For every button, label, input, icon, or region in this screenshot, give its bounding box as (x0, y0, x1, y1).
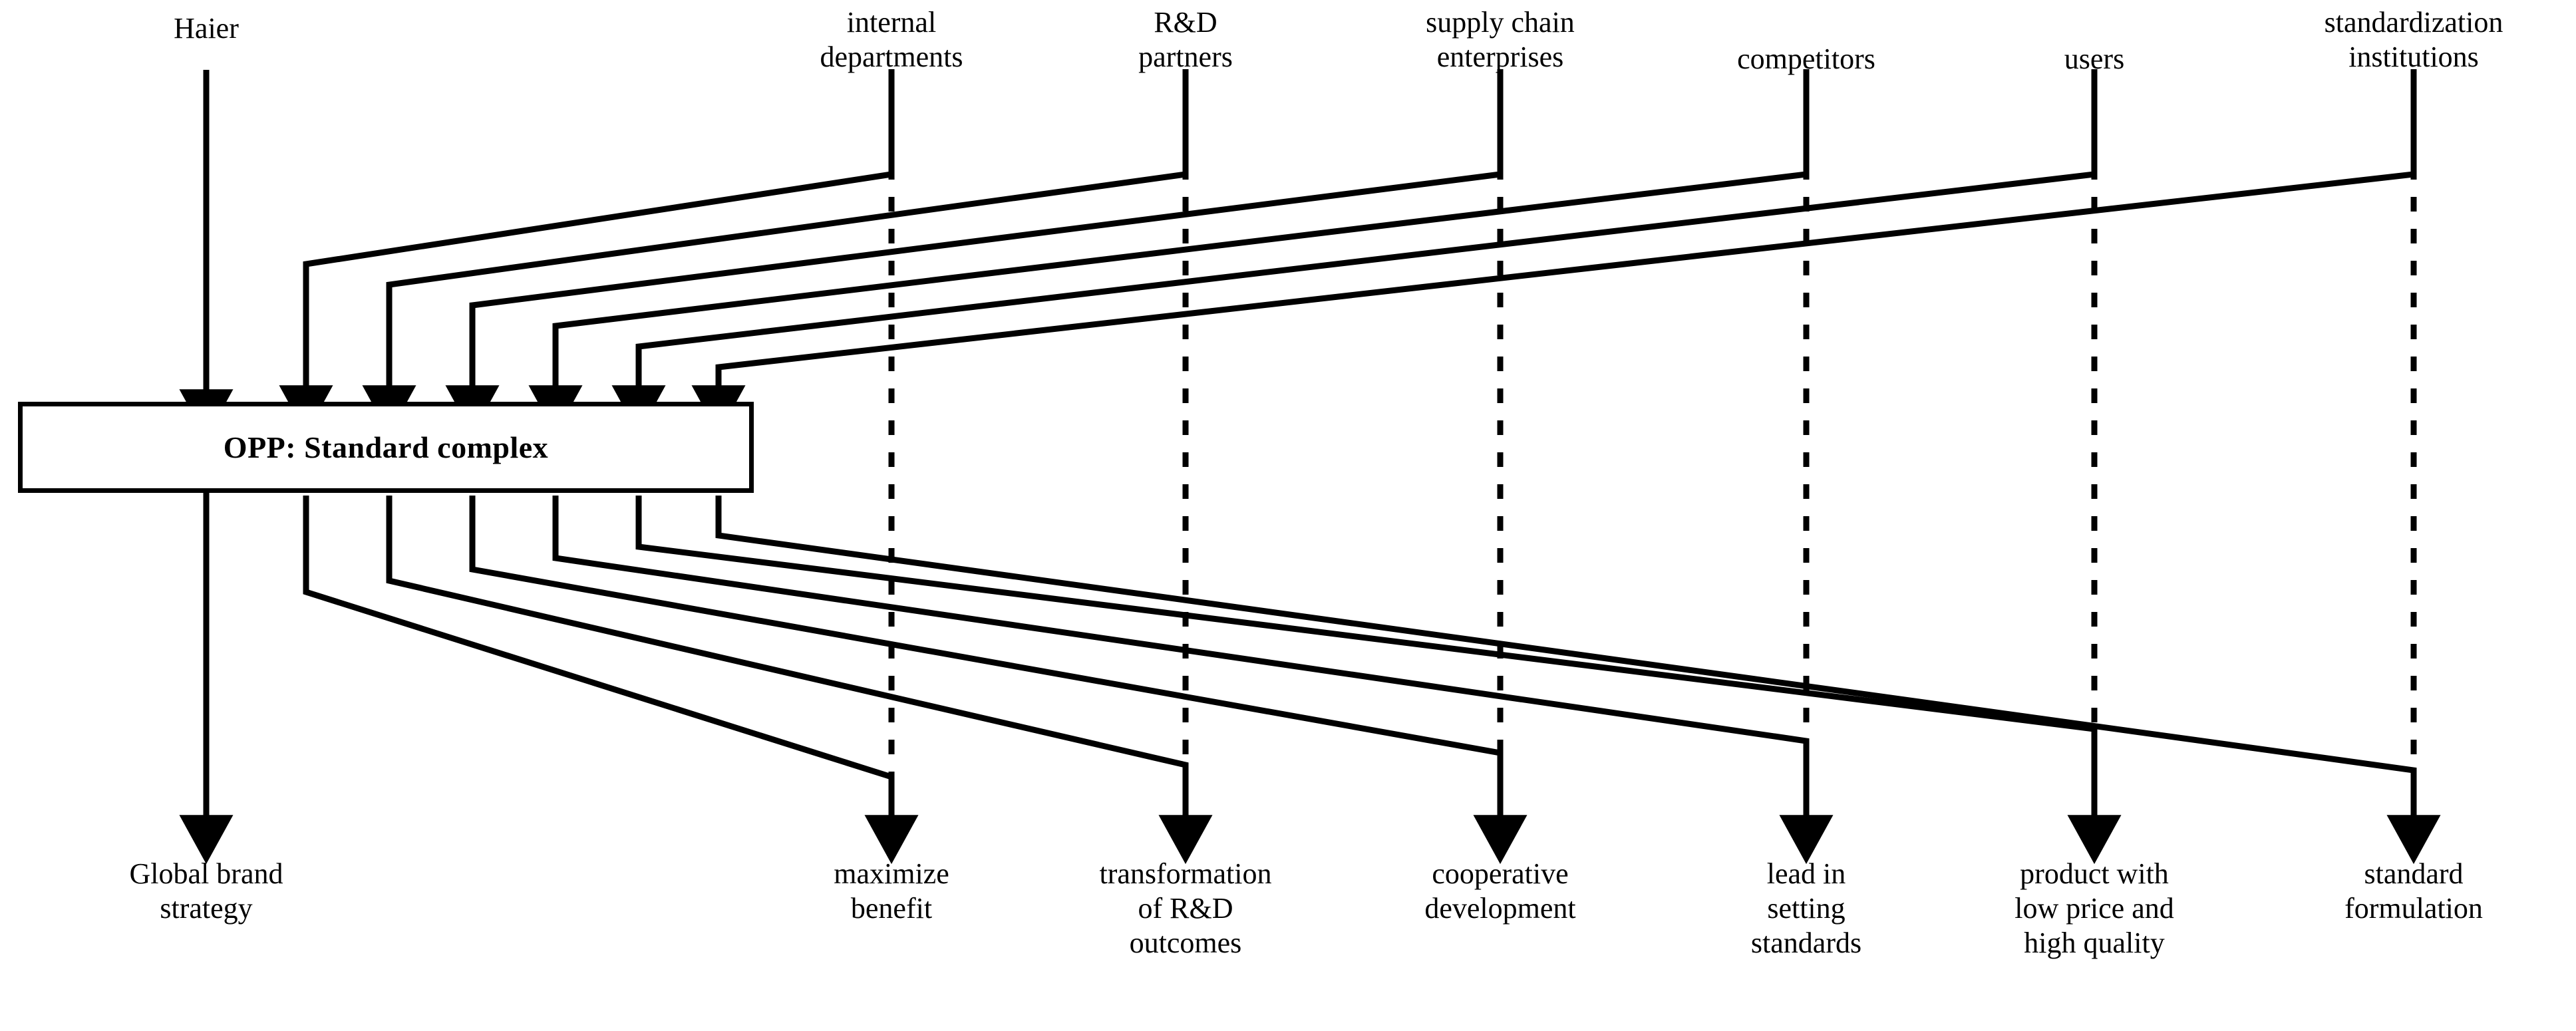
inbound-competitors (528, 69, 1810, 434)
outbound-cooperative-dev (469, 496, 1528, 864)
inbound-internal-departments (279, 69, 895, 434)
node-label-standardization-institutions: standardization institutions (2324, 6, 2503, 73)
node-label-transformation-of-rd-outcomes: transformation of R&D outcomes (1099, 857, 1272, 959)
inbound-rd-partners (362, 69, 1189, 434)
inbound-standardization (691, 69, 2417, 434)
node-label-rd-partners: R&D partners (1138, 6, 1233, 73)
opp-node-label: OPP: Standard complex (223, 430, 549, 464)
outbound-rd-transformation (386, 496, 1213, 864)
node-label-haier: Haier (174, 12, 239, 45)
outbound-standard-formulation (715, 496, 2441, 864)
node-label-supply-chain-enterprises: supply chain enterprises (1426, 6, 1575, 73)
outbound-maximize-benefit (303, 496, 919, 864)
node-label-internal-departments: internal departments (820, 6, 963, 73)
opp-node[interactable]: OPP: Standard complex (18, 402, 754, 493)
outcome-outbound-connectors (303, 496, 2441, 864)
node-label-product-low-price-high-quality: product with low price and high quality (2014, 857, 2174, 959)
node-label-standard-formulation: standard formulation (2344, 857, 2483, 925)
inbound-users (611, 69, 2098, 434)
outbound-low-price-quality (635, 496, 2122, 864)
node-label-lead-in-setting-standards: lead in setting standards (1750, 857, 1862, 959)
node-label-competitors: competitors (1737, 43, 1875, 75)
node-label-maximize-benefit: maximize benefit (834, 857, 949, 925)
actor-inbound-connectors (279, 69, 2417, 434)
node-label-global-brand-strategy: Global brand strategy (129, 857, 283, 925)
node-label-users: users (2064, 43, 2125, 75)
lifeline-dashed-columns (888, 69, 2417, 810)
inbound-supply-chain (445, 69, 1504, 434)
node-label-cooperative-development: cooperative development (1424, 857, 1576, 925)
